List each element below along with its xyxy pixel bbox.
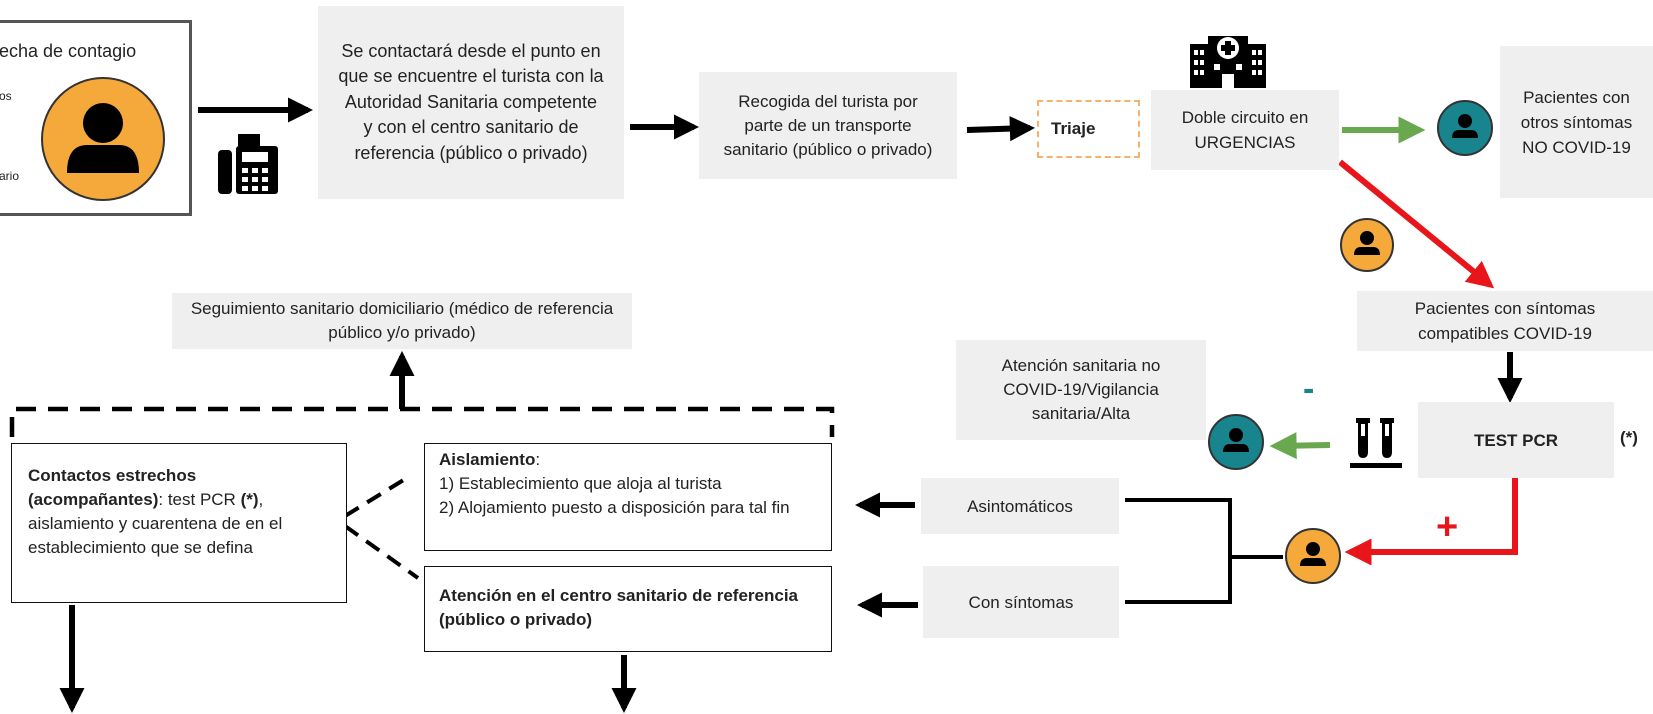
asymptomatic-box: Asintomáticos bbox=[921, 478, 1119, 534]
bracket-symptoms bbox=[1125, 498, 1232, 604]
other-symptoms-box: Pacientes con otros síntomas NO COVID-19 bbox=[1500, 46, 1653, 198]
with-symptoms-box: Con síntomas bbox=[923, 566, 1119, 638]
follow-up-box: Seguimiento sanitario domiciliario (médi… bbox=[172, 293, 632, 349]
pcr-positive-sign: + bbox=[1436, 506, 1459, 548]
patient-orange-icon bbox=[1340, 218, 1394, 272]
isolation-title: Aislamiento bbox=[439, 450, 536, 469]
isolation-line-1: 1) Establecimiento que aloja al turista bbox=[439, 474, 722, 493]
test-pcr-label: TEST PCR bbox=[1473, 430, 1559, 450]
hospital-icon bbox=[1190, 30, 1266, 88]
double-circuit-box: Doble circuito en URGENCIAS bbox=[1151, 90, 1339, 170]
pickup-text: Recogida del turista por parte de un tra… bbox=[723, 91, 933, 159]
triage-label: Triaje bbox=[1051, 119, 1096, 138]
test-pcr-box: TEST PCR bbox=[1418, 402, 1614, 478]
tourist-avatar-icon bbox=[41, 77, 165, 201]
start-box: echa de contagio os ario bbox=[0, 20, 192, 216]
isolation-box: Aislamiento: 1) Establecimiento que aloj… bbox=[424, 443, 832, 551]
close-contacts-text-1: : test PCR bbox=[158, 490, 241, 509]
isolation-line-2: 2) Alojamiento puesto a disposición para… bbox=[439, 498, 790, 517]
asymptomatic-text: Asintomáticos bbox=[967, 496, 1073, 516]
double-circuit-text: Doble circuito en URGENCIAS bbox=[1181, 108, 1309, 152]
close-contacts-title: Contactos estrechos (acompañantes) bbox=[28, 466, 197, 509]
pickup-box: Recogida del turista por parte de un tra… bbox=[699, 72, 957, 179]
test-pcr-note: (*) bbox=[1620, 428, 1638, 447]
follow-up-text: Seguimiento sanitario domiciliario (médi… bbox=[190, 299, 614, 342]
arrow-pcr-positive bbox=[1344, 478, 1518, 566]
contact-authority-text: Se contactará desde el punto en que se e… bbox=[338, 40, 604, 163]
pcr-negative-sign: - bbox=[1303, 370, 1315, 408]
close-contacts-box: Contactos estrechos (acompañantes): test… bbox=[11, 443, 347, 603]
with-symptoms-text: Con síntomas bbox=[968, 592, 1074, 612]
start-box-side-text-1: os bbox=[0, 89, 12, 103]
reference-care-text: Atención en el centro sanitario de refer… bbox=[439, 586, 799, 629]
contact-authority-box: Se contactará desde el punto en que se e… bbox=[318, 6, 624, 199]
close-contacts-text-2: , aislamiento y cuarentena de en el esta… bbox=[28, 490, 283, 557]
non-covid-care-text: Atención sanitaria no COVID-19/Vigilanci… bbox=[1001, 356, 1161, 423]
patient-negative-icon bbox=[1208, 414, 1264, 470]
patient-positive-icon bbox=[1285, 528, 1341, 584]
arrow-red-to-compatible bbox=[1338, 159, 1495, 289]
arrow-pickup-to-triage bbox=[966, 116, 1036, 142]
arrow-pcr-negative bbox=[1269, 432, 1331, 460]
compatible-symptoms-text: Pacientes con síntomas compatibles COVID… bbox=[1414, 299, 1596, 343]
test-tubes-icon bbox=[1350, 418, 1402, 468]
isolation-colon: : bbox=[535, 450, 541, 469]
other-symptoms-text: Pacientes con otros síntomas NO COVID-19 bbox=[1520, 87, 1633, 157]
close-contacts-note: (*) bbox=[240, 490, 259, 509]
start-box-title: echa de contagio bbox=[0, 41, 137, 61]
dashed-bracket bbox=[9, 406, 835, 437]
compatible-symptoms-box: Pacientes con síntomas compatibles COVID… bbox=[1357, 291, 1653, 351]
patient-teal-icon bbox=[1437, 100, 1493, 156]
start-box-side-text-2: ario bbox=[0, 169, 20, 183]
fax-phone-icon bbox=[218, 132, 280, 196]
reference-care-box: Atención en el centro sanitario de refer… bbox=[424, 566, 832, 652]
triage-box: Triaje bbox=[1037, 100, 1140, 158]
non-covid-care-box: Atención sanitaria no COVID-19/Vigilanci… bbox=[956, 340, 1206, 440]
